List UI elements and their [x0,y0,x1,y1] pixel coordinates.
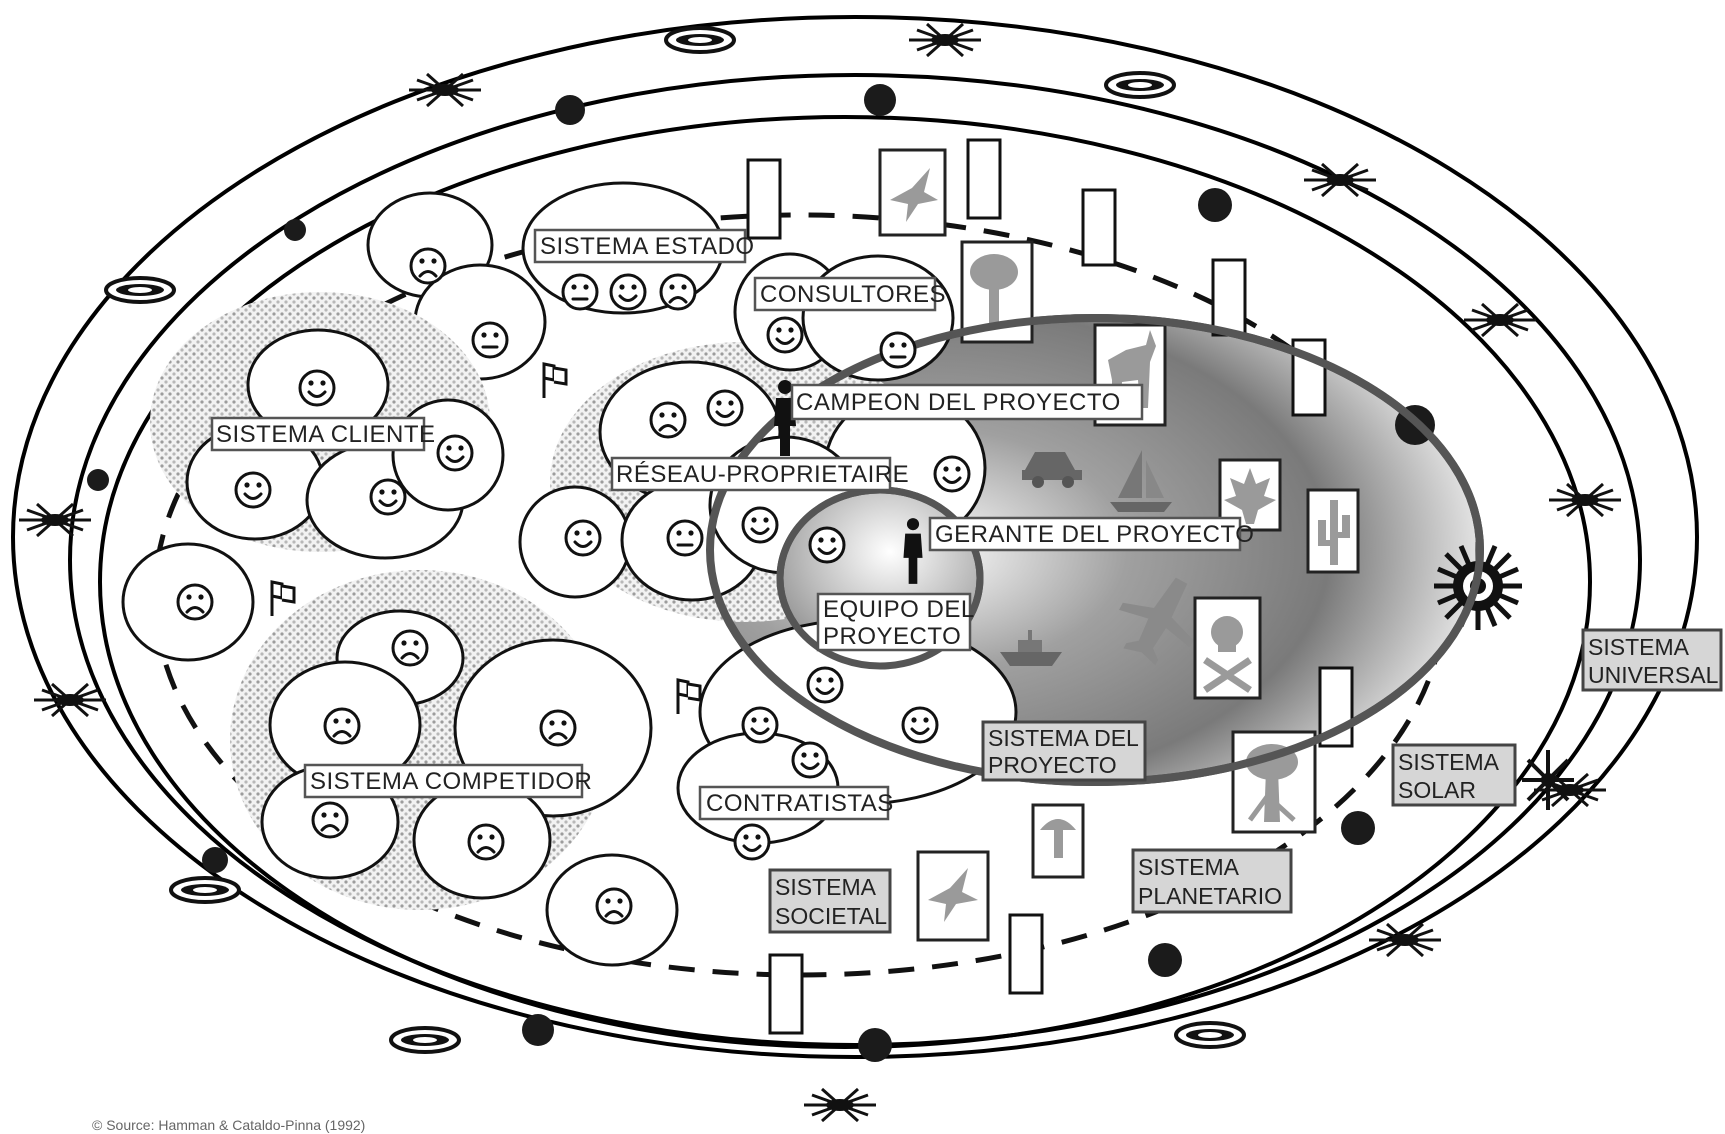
sad-face-icon [411,249,445,283]
label-sistema-estado: SISTEMA ESTADO [535,230,755,262]
svg-text:UNIVERSAL: UNIVERSAL [1588,662,1719,688]
svg-text:SISTEMA CLIENTE: SISTEMA CLIENTE [216,421,436,448]
svg-text:CONSULTORES: CONSULTORES [760,281,946,308]
label-consultores: CONSULTORES [755,278,946,310]
planet-icon [1198,188,1232,222]
copyright-note: © Source: Hamman & Cataldo-Pinna (1992) [92,1117,365,1133]
smiley-icon [743,708,777,742]
cactus-icon [1308,490,1358,572]
neutral-face-icon [473,323,507,357]
smiley-icon [566,521,600,555]
planet-icon [858,1028,892,1062]
star-burst-icon [1522,750,1574,810]
planet-icon [202,847,228,873]
label-sistema-universal: SISTEMA UNIVERSAL [1583,630,1721,690]
label-equipo: EQUIPO DEL PROYECTO [818,594,975,650]
svg-text:CAMPEON DEL PROYECTO: CAMPEON DEL PROYECTO [796,389,1121,416]
svg-text:SOCIETAL: SOCIETAL [775,903,887,929]
svg-text:SISTEMA: SISTEMA [1398,749,1500,775]
smiley-icon [371,480,405,514]
sad-face-icon [651,403,685,437]
galaxy-icon [106,278,174,302]
smiley-icon [793,743,827,777]
star-burst-icon [909,24,981,56]
sad-face-icon [469,825,503,859]
svg-text:PROYECTO: PROYECTO [988,752,1117,778]
neutral-face-icon [668,521,702,555]
label-sistema-solar: SISTEMA SOLAR [1393,745,1515,805]
svg-text:SOLAR: SOLAR [1398,777,1476,803]
label-sistema-del-proyecto: SISTEMA DEL PROYECTO [983,722,1145,780]
svg-text:SISTEMA DEL: SISTEMA DEL [988,725,1139,751]
svg-text:GERANTE DEL PROYECTO: GERANTE DEL PROYECTO [935,521,1254,548]
smiley-icon [611,275,645,309]
svg-text:SISTEMA: SISTEMA [1588,634,1690,660]
galaxy-icon [391,1028,459,1052]
star-burst-icon [1549,484,1621,516]
neutral-face-icon [881,333,915,367]
smiley-icon [935,457,969,491]
planet-icon [284,219,306,241]
smiley-icon [708,391,742,425]
sad-face-icon [178,585,212,619]
svg-text:CONTRATISTAS: CONTRATISTAS [706,790,894,817]
sad-face-icon [325,709,359,743]
label-gerante: GERANTE DEL PROYECTO [930,518,1254,550]
svg-text:SISTEMA: SISTEMA [775,874,877,900]
bird-icon [880,150,945,235]
consultants-group [735,254,953,380]
star-burst-icon [19,504,91,536]
svg-text:EQUIPO DEL: EQUIPO DEL [823,596,975,623]
smiley-icon [236,473,270,507]
planet-icon [87,469,109,491]
planet-icon [555,95,585,125]
sad-face-icon [393,631,427,665]
smiley-icon [808,668,842,702]
star-burst-icon [409,74,481,106]
label-sistema-societal: SISTEMA SOCIETAL [770,870,890,932]
smiley-icon [768,318,802,352]
skull-crossbones-icon [1195,598,1260,698]
planet-icon [1148,943,1182,977]
planet-icon [1341,811,1375,845]
svg-text:SISTEMA: SISTEMA [1138,854,1240,880]
label-sistema-competidor: SISTEMA COMPETIDOR [305,765,592,797]
star-burst-icon [804,1089,876,1121]
smiley-icon [438,436,472,470]
bird-icon [918,852,988,940]
label-sistema-planetario: SISTEMA PLANETARIO [1133,850,1291,912]
neutral-face-icon [563,275,597,309]
mushroom-icon [1033,805,1083,877]
svg-text:SISTEMA ESTADO: SISTEMA ESTADO [540,233,755,260]
galaxy-icon [1176,1023,1244,1047]
svg-text:SISTEMA COMPETIDOR: SISTEMA COMPETIDOR [310,768,592,795]
svg-text:RÉSEAU-PROPRIETAIRE: RÉSEAU-PROPRIETAIRE [616,461,909,488]
smiley-icon [300,371,334,405]
flag-icon [678,680,700,714]
galaxy-icon [1106,73,1174,97]
svg-text:PLANETARIO: PLANETARIO [1138,883,1282,909]
flag-icon [272,582,294,616]
label-reseau: RÉSEAU-PROPRIETAIRE [612,458,909,490]
smiley-icon [735,825,769,859]
smiley-icon [810,528,844,562]
label-campeon: CAMPEON DEL PROYECTO [792,385,1142,419]
flag-icon [544,364,566,398]
label-contratistas: CONTRATISTAS [700,787,894,819]
sad-face-icon [597,889,631,923]
galaxy-icon [171,878,239,902]
galaxy-icon [666,28,734,52]
planet-icon [522,1014,554,1046]
label-sistema-cliente: SISTEMA CLIENTE [212,418,436,450]
sad-face-icon [661,275,695,309]
sad-face-icon [313,803,347,837]
smiley-icon [743,508,777,542]
sad-face-icon [541,711,575,745]
svg-text:PROYECTO: PROYECTO [823,623,961,650]
star-burst-icon [34,684,106,716]
smiley-icon [903,708,937,742]
planet-icon [864,84,896,116]
